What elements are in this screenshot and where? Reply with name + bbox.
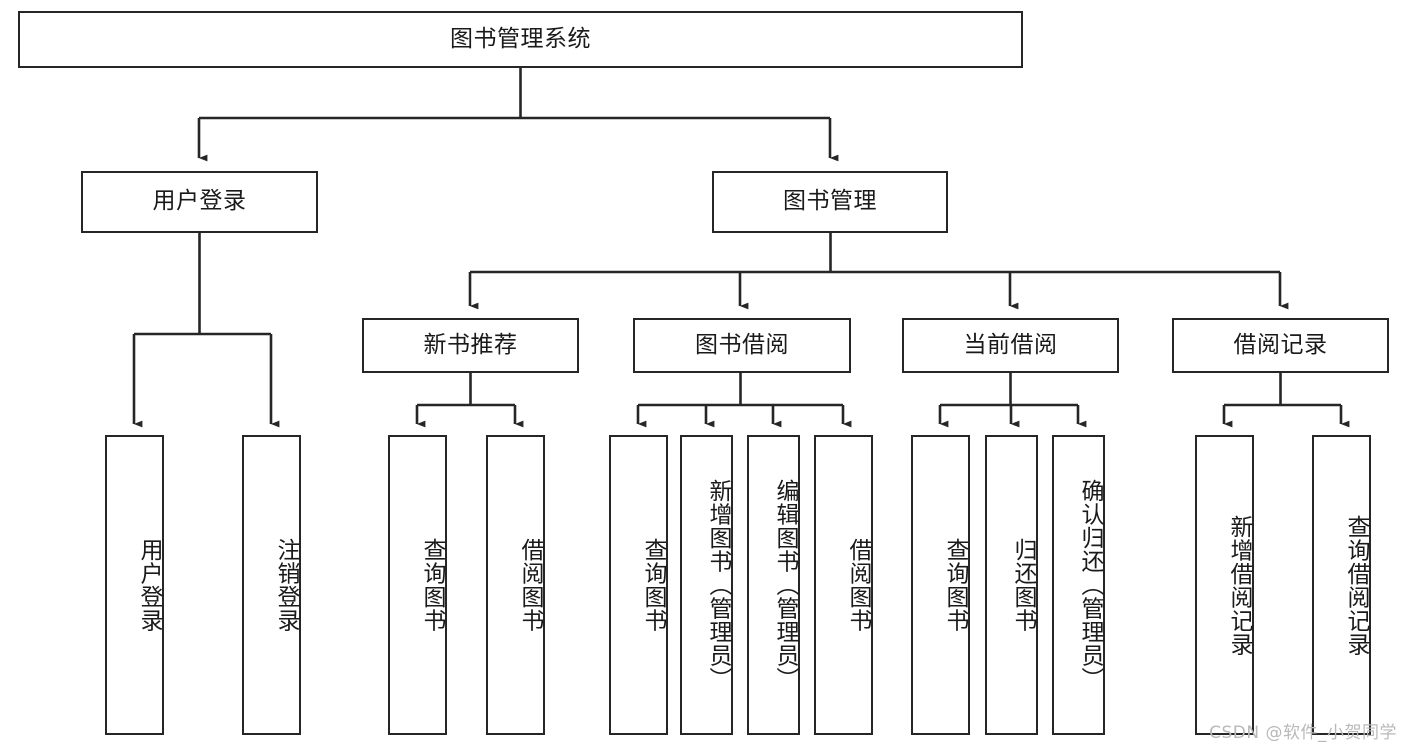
node-leaf-borrow-add-book-label: 新增图书（管理员） xyxy=(705,479,731,691)
node-leaf-borrow-borrow-book[interactable]: 借阅图书 xyxy=(814,435,873,735)
node-leaf-rec-borrow-book[interactable]: 借阅图书 xyxy=(486,435,545,735)
node-borrow-record[interactable]: 借阅记录 xyxy=(1172,318,1389,373)
node-user-login-label: 用户登录 xyxy=(152,188,247,215)
node-current-borrow[interactable]: 当前借阅 xyxy=(902,318,1119,373)
node-leaf-rec-query-record-label: 查询借阅记录 xyxy=(1343,514,1369,656)
node-leaf-cur-return-book[interactable]: 归还图书 xyxy=(985,435,1038,735)
node-root-label: 图书管理系统 xyxy=(450,25,591,52)
node-leaf-rec-query-book-label: 查询图书 xyxy=(419,538,445,632)
node-leaf-user-login-label: 用户登录 xyxy=(136,538,162,632)
node-leaf-cur-query-book-label: 查询图书 xyxy=(942,538,968,632)
node-leaf-rec-borrow-book-label: 借阅图书 xyxy=(517,538,543,632)
node-leaf-user-logout-label: 注销登录 xyxy=(273,538,299,632)
node-leaf-borrow-borrow-book-label: 借阅图书 xyxy=(845,538,871,632)
node-leaf-rec-query-record[interactable]: 查询借阅记录 xyxy=(1312,435,1371,735)
node-new-book-recommend[interactable]: 新书推荐 xyxy=(362,318,579,373)
node-book-manage-label: 图书管理 xyxy=(783,188,877,215)
node-book-manage[interactable]: 图书管理 xyxy=(712,171,948,233)
node-user-login[interactable]: 用户登录 xyxy=(81,171,318,233)
node-leaf-borrow-query-book[interactable]: 查询图书 xyxy=(609,435,668,735)
node-leaf-borrow-edit-book[interactable]: 编辑图书（管理员） xyxy=(747,435,800,735)
node-borrow-record-label: 借阅记录 xyxy=(1233,331,1328,358)
node-leaf-user-logout[interactable]: 注销登录 xyxy=(242,435,301,735)
node-leaf-borrow-query-book-label: 查询图书 xyxy=(640,538,666,632)
watermark-text: CSDN @软件_小贺同学 xyxy=(1209,723,1397,743)
node-leaf-rec-query-book[interactable]: 查询图书 xyxy=(388,435,447,735)
node-current-borrow-label: 当前借阅 xyxy=(963,331,1058,358)
node-new-book-recommend-label: 新书推荐 xyxy=(423,331,518,358)
node-leaf-cur-confirm-return-label: 确认归还（管理员） xyxy=(1077,479,1103,691)
node-leaf-rec-add-record[interactable]: 新增借阅记录 xyxy=(1195,435,1254,735)
node-leaf-cur-return-book-label: 归还图书 xyxy=(1010,538,1036,632)
node-leaf-cur-query-book[interactable]: 查询图书 xyxy=(911,435,970,735)
node-book-borrow-label: 图书借阅 xyxy=(695,331,789,358)
node-leaf-borrow-add-book[interactable]: 新增图书（管理员） xyxy=(680,435,733,735)
node-leaf-borrow-edit-book-label: 编辑图书（管理员） xyxy=(772,479,798,691)
node-root-system[interactable]: 图书管理系统 xyxy=(18,11,1023,68)
node-book-borrow[interactable]: 图书借阅 xyxy=(633,318,851,373)
node-leaf-cur-confirm-return[interactable]: 确认归还（管理员） xyxy=(1052,435,1105,735)
node-leaf-user-login[interactable]: 用户登录 xyxy=(105,435,164,735)
node-leaf-rec-add-record-label: 新增借阅记录 xyxy=(1226,514,1252,656)
